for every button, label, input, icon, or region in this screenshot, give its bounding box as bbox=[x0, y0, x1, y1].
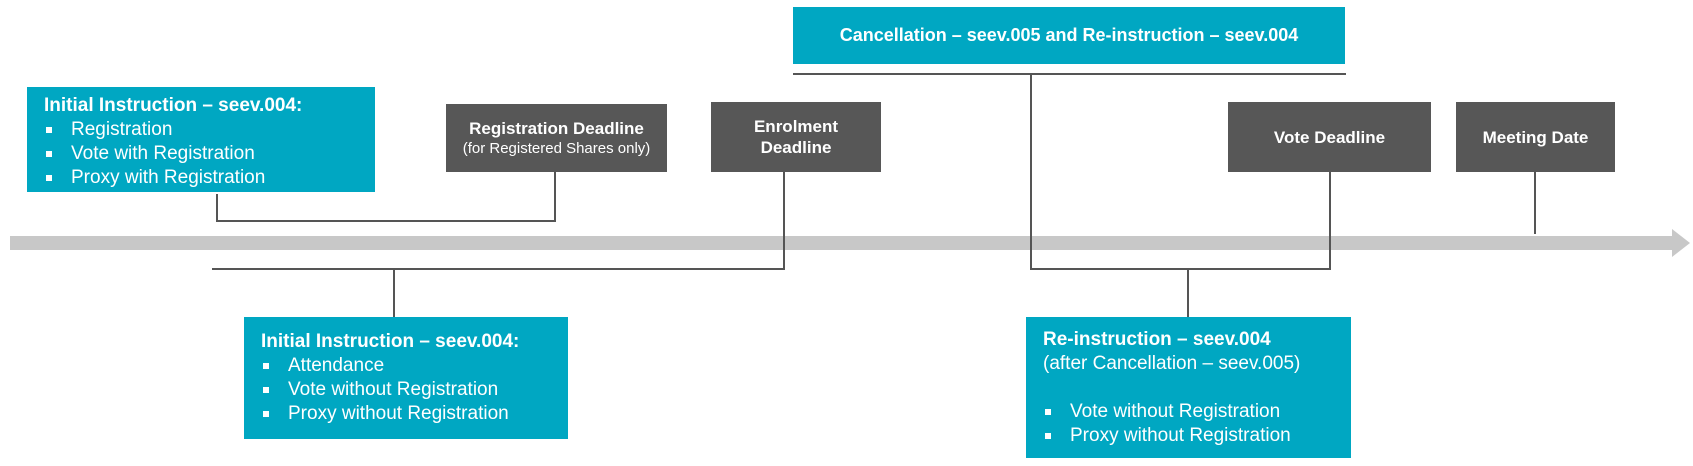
reinstruction-list: Vote without Registration Proxy without … bbox=[1043, 400, 1351, 448]
list-item: Proxy without Registration bbox=[261, 402, 568, 426]
connector-lower-left-drop bbox=[393, 268, 395, 317]
initial-instruction-top-list: Registration Vote with Registration Prox… bbox=[44, 118, 375, 190]
list-item: Proxy without Registration bbox=[1043, 424, 1351, 448]
connector-cancellation-v bbox=[1030, 74, 1032, 269]
vote-deadline-box: Vote Deadline bbox=[1228, 102, 1431, 172]
reinstruction-subtitle: (after Cancellation – seev.005) bbox=[1043, 353, 1301, 374]
enrolment-deadline-title: Enrolment Deadline bbox=[753, 117, 839, 157]
initial-instruction-bottom-title: Initial Instruction – seev.004: bbox=[261, 331, 520, 352]
connector-upper-left-v1 bbox=[216, 194, 218, 222]
meeting-date-box: Meeting Date bbox=[1456, 102, 1615, 172]
connector-upper-left-h bbox=[216, 220, 556, 222]
registration-deadline-box: Registration Deadline (for Registered Sh… bbox=[446, 104, 667, 172]
connector-enrolment-v bbox=[783, 172, 785, 270]
list-item: Proxy with Registration bbox=[44, 166, 375, 190]
registration-deadline-title: Registration Deadline bbox=[469, 119, 644, 138]
initial-instruction-bottom-box: Initial Instruction – seev.004: Attendan… bbox=[244, 317, 568, 439]
reinstruction-title: Re-instruction – seev.004 bbox=[1043, 329, 1271, 350]
initial-instruction-bottom-list: Attendance Vote without Registration Pro… bbox=[261, 354, 568, 426]
reinstruction-box: Re-instruction – seev.004 (after Cancell… bbox=[1026, 317, 1351, 458]
meeting-date-title: Meeting Date bbox=[1482, 127, 1589, 147]
connector-right-drop bbox=[1187, 268, 1189, 317]
list-item: Vote with Registration bbox=[44, 142, 375, 166]
connector-vote-deadline-v bbox=[1329, 172, 1331, 270]
enrolment-deadline-box: Enrolment Deadline bbox=[711, 102, 881, 172]
list-item: Registration bbox=[44, 118, 375, 142]
list-item: Vote without Registration bbox=[1043, 400, 1351, 424]
initial-instruction-top-title: Initial Instruction – seev.004: bbox=[44, 95, 303, 116]
connector-right-h bbox=[1030, 268, 1331, 270]
list-item: Attendance bbox=[261, 354, 568, 378]
cancellation-box: Cancellation – seev.005 and Re-instructi… bbox=[793, 7, 1345, 64]
connector-top-cancellation-h bbox=[793, 73, 1346, 75]
connector-lower-left-h bbox=[212, 268, 785, 270]
cancellation-title: Cancellation – seev.005 and Re-instructi… bbox=[839, 25, 1299, 45]
initial-instruction-top-box: Initial Instruction – seev.004: Registra… bbox=[27, 87, 375, 192]
registration-deadline-subtitle: (for Registered Shares only) bbox=[462, 140, 651, 157]
list-item: Vote without Registration bbox=[261, 378, 568, 402]
connector-registration-v bbox=[554, 172, 556, 222]
connector-meeting-date-v bbox=[1534, 172, 1536, 234]
vote-deadline-title: Vote Deadline bbox=[1273, 127, 1386, 147]
